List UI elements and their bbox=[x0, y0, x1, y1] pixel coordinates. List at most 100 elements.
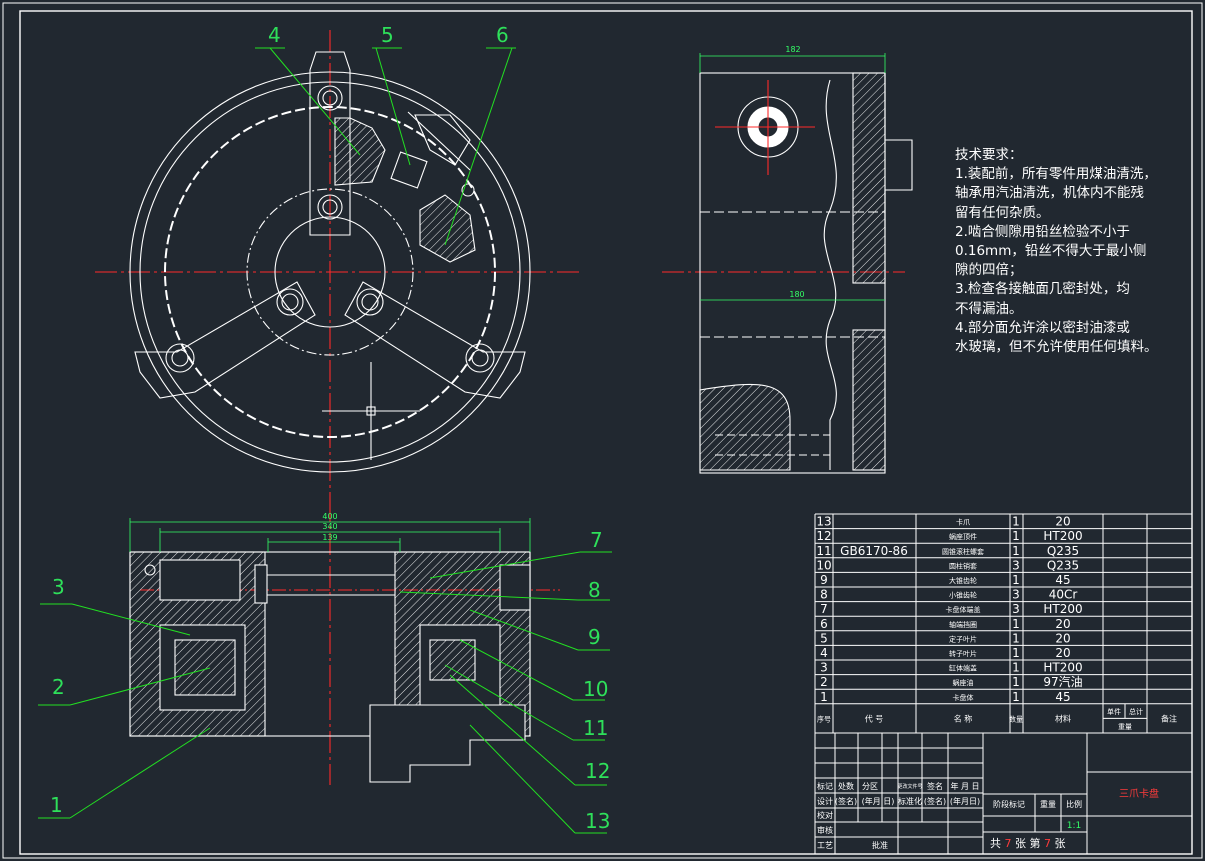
balloon-1: 1 bbox=[50, 793, 63, 817]
section-dimensions: 400 340 139 bbox=[129, 512, 531, 552]
balloon-2: 2 bbox=[52, 675, 65, 699]
bom-cell-qty: 3 bbox=[1012, 602, 1020, 616]
bom-head-single: 单件 bbox=[1107, 707, 1121, 716]
tb-design-sign: (签名) bbox=[835, 796, 857, 806]
bom-cell-material: 40Cr bbox=[1049, 588, 1078, 602]
bom-head-no: 序号 bbox=[817, 714, 831, 723]
tb-approve: 批准 bbox=[872, 840, 888, 850]
bom-cell-name: 转子叶片 bbox=[949, 649, 977, 658]
balloon-13: 13 bbox=[585, 809, 610, 833]
bom-cell-no: 11 bbox=[816, 544, 831, 558]
bom-head-material: 材料 bbox=[1055, 713, 1071, 723]
bottom-left-balloons: 3 2 1 bbox=[38, 575, 211, 819]
tech-line: 4.部分面允许涂以密封油漆或 bbox=[955, 319, 1130, 336]
bom-cell-name: 蜗座顶件 bbox=[949, 532, 977, 541]
bom-cell-name: 定子叶片 bbox=[949, 634, 977, 643]
dim-180: 180 bbox=[789, 290, 804, 299]
tb-process: 工艺 bbox=[817, 841, 833, 850]
bom-cell-name: 圆柱销套 bbox=[949, 561, 977, 570]
bom-cell-material: HT200 bbox=[1043, 602, 1082, 616]
tech-line: 轴承用汽油清洗，机体内不能残 bbox=[955, 185, 1144, 202]
bom-cell-qty: 1 bbox=[1012, 675, 1020, 689]
bom-head-name: 名 称 bbox=[954, 713, 973, 723]
balloon-3: 3 bbox=[52, 575, 65, 599]
side-dimensions: 182 180 bbox=[699, 45, 886, 301]
dim-139: 139 bbox=[322, 533, 337, 542]
bom-cell-material: 97汽油 bbox=[1043, 674, 1082, 689]
tech-line: 2.啮合侧隙用铅丝检验不小于 bbox=[955, 223, 1130, 240]
bom-cell-qty: 1 bbox=[1012, 661, 1020, 675]
bom-cell-no: 13 bbox=[816, 515, 831, 529]
tb-label-sign: 签名 bbox=[927, 781, 943, 791]
bom-cell-qty: 1 bbox=[1012, 544, 1020, 558]
tb-check: 校对 bbox=[817, 810, 833, 820]
tech-line: 1.装配前，所有零件用煤油清洗， bbox=[955, 166, 1157, 183]
dim-182: 182 bbox=[785, 45, 800, 54]
bom-cell-no: 12 bbox=[816, 529, 831, 543]
side-view bbox=[662, 72, 913, 474]
bom-cell-material: 45 bbox=[1055, 690, 1070, 704]
top-balloons: 4 5 6 bbox=[255, 23, 516, 246]
balloon-7: 7 bbox=[590, 528, 603, 552]
front-view bbox=[95, 30, 580, 500]
tb-design: 设计 bbox=[817, 796, 833, 806]
section-view bbox=[129, 500, 560, 785]
bom-cell-name: 小锥齿轮 bbox=[949, 591, 977, 600]
tech-line: 0.16mm，铅丝不得大于最小侧 bbox=[955, 243, 1147, 260]
tb-label-zone: 分区 bbox=[862, 782, 878, 791]
bom-cell-qty: 1 bbox=[1012, 646, 1020, 660]
tech-line: 隙的四倍； bbox=[955, 262, 1023, 279]
tb-review: 审核 bbox=[817, 825, 833, 835]
bom-cell-name: 蜗座油 bbox=[953, 678, 974, 687]
dim-340: 340 bbox=[322, 522, 337, 531]
bom-cell-material: HT200 bbox=[1043, 529, 1082, 543]
bom-cell-material: 20 bbox=[1055, 617, 1070, 631]
tb-label-count: 处数 bbox=[838, 781, 854, 791]
balloon-8: 8 bbox=[588, 578, 601, 602]
inner-frame bbox=[19, 10, 1193, 855]
tb-standard: 标准化 bbox=[898, 796, 922, 806]
bom-cell-qty: 1 bbox=[1012, 515, 1020, 529]
bom-cell-material: 20 bbox=[1055, 631, 1070, 645]
tech-line: 水玻璃，但不允许使用任何填料。 bbox=[955, 339, 1158, 356]
bom-cell-qty: 3 bbox=[1012, 588, 1020, 602]
tech-line: 3.检查各接触面几密封处，均 bbox=[955, 281, 1130, 298]
tb-drawing-name: 三爪卡盘 bbox=[1119, 787, 1159, 800]
tb-sheets: 共 7 张 第 7 张 bbox=[990, 836, 1066, 850]
bom-cell-qty: 1 bbox=[1012, 617, 1020, 631]
bottom-right-balloons: 7 8 9 10 11 12 13 bbox=[399, 528, 612, 834]
tb-label-change: 更改文件号 bbox=[897, 783, 922, 790]
bom-cell-qty: 1 bbox=[1012, 690, 1020, 704]
tech-line: 不得漏油。 bbox=[955, 300, 1023, 317]
technical-requirements: 技术要求： 1.装配前，所有零件用煤油清洗， 轴承用汽油清洗，机体内不能残 留有… bbox=[955, 146, 1195, 357]
balloon-11: 11 bbox=[583, 716, 608, 740]
bom-head-weight: 重量 bbox=[1118, 723, 1132, 731]
bom-cell-name: 卡盘体 bbox=[953, 693, 974, 702]
tb-standard-date: (年月日) bbox=[950, 796, 980, 806]
bom-head-qty: 数量 bbox=[1009, 714, 1023, 723]
bom-head-remark: 备注 bbox=[1161, 713, 1177, 723]
bom-cell-material: 45 bbox=[1055, 573, 1070, 587]
tb-standard-sign: (签名) bbox=[924, 796, 946, 806]
bom-cell-no: 4 bbox=[820, 646, 828, 660]
bom-cell-material: 20 bbox=[1055, 646, 1070, 660]
bom-cell-material: HT200 bbox=[1043, 661, 1082, 675]
tb-label-date: 年 月 日 bbox=[950, 781, 979, 791]
tb-weight: 重量 bbox=[1040, 799, 1056, 809]
bom-cell-name: 大锥齿轮 bbox=[949, 576, 977, 585]
bom-cell-qty: 1 bbox=[1012, 631, 1020, 645]
balloon-12: 12 bbox=[585, 759, 610, 783]
bom-cell-name: 轴端挡圈 bbox=[949, 620, 977, 629]
bom-table bbox=[814, 513, 1193, 734]
tb-scale-value: 1:1 bbox=[1067, 821, 1081, 831]
title-block bbox=[814, 732, 1193, 855]
tb-scale: 比例 bbox=[1066, 799, 1082, 809]
bom-cell-no: 10 bbox=[816, 558, 831, 572]
bom-head-code: 代 号 bbox=[865, 713, 884, 723]
bom-cell-no: 9 bbox=[820, 573, 828, 587]
bom-cell-name: 缸体端盖 bbox=[949, 664, 977, 673]
bom-cell-material: 20 bbox=[1055, 515, 1070, 529]
